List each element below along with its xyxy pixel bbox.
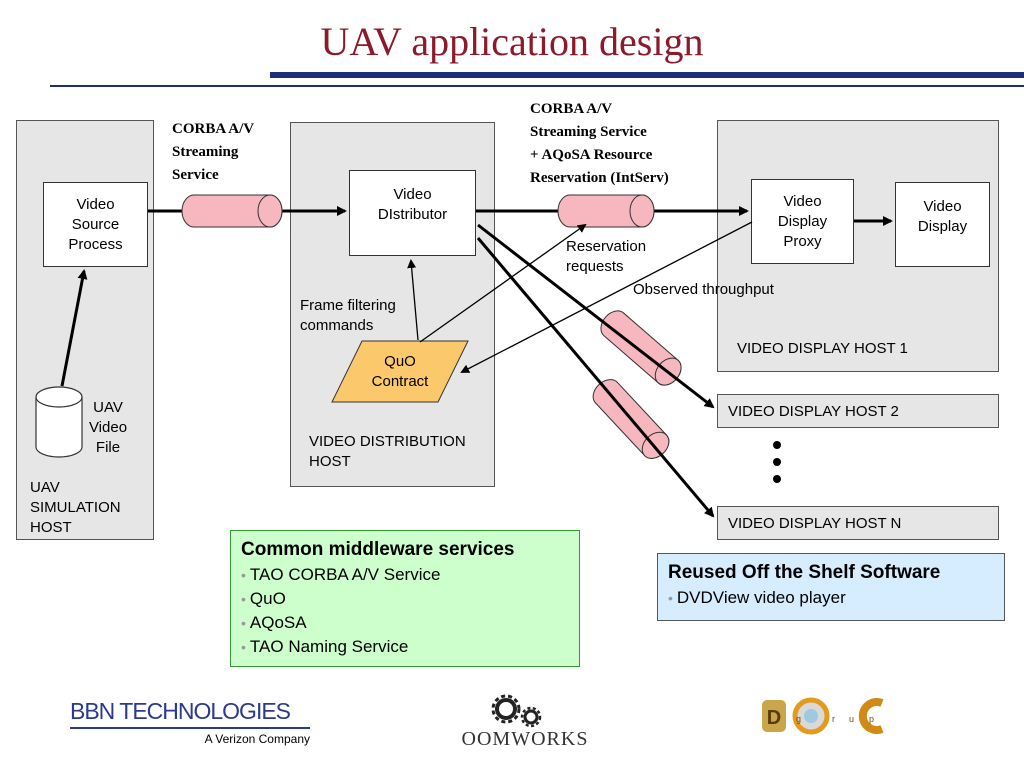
svg-text:p: p	[869, 714, 874, 724]
middleware-item: •TAO Naming Service	[241, 637, 409, 656]
uav-video-file-label: UAV Video File	[88, 399, 128, 456]
video-source-process: Video Source Process	[43, 182, 148, 267]
oomworks-logo-text: OOMWORKS	[461, 728, 589, 750]
arrow-proxy-to-quo	[460, 221, 753, 373]
svg-text:g: g	[796, 714, 801, 724]
quo-contract-shape	[331, 340, 469, 403]
video-display-host-1-label: VIDEO DISPLAY HOST 1	[737, 340, 908, 357]
page-title: UAV application design	[320, 19, 704, 64]
bbn-logo-rule	[70, 727, 310, 729]
svg-text:u: u	[849, 714, 854, 724]
svg-text:r: r	[832, 714, 835, 724]
gear-icon	[520, 706, 542, 728]
middleware-item: •TAO CORBA A/V Service	[241, 565, 441, 584]
quo-contract-label: QuO Contract	[371, 353, 429, 390]
svg-text:D: D	[767, 707, 781, 729]
video-distributor: Video DIstributor	[349, 170, 476, 256]
frame-filtering-label: Frame filtering commands	[300, 297, 396, 334]
reused-software-panel: Reused Off the Shelf Software •DVDView v…	[657, 553, 1005, 621]
bbn-logo-name: BBN TECHNOLOGIES	[70, 698, 291, 724]
streaming-pipe-2	[557, 194, 655, 228]
middleware-item: •QuO	[241, 589, 286, 608]
bbn-logo-subtitle: A Verizon Company	[204, 732, 310, 746]
video-display-host-n: VIDEO DISPLAY HOST N	[717, 506, 999, 540]
streaming-pipe-1	[181, 194, 283, 228]
title-rule-thick	[270, 72, 1024, 78]
reused-item: •DVDView video player	[668, 588, 846, 607]
ellipsis-dot	[773, 441, 781, 449]
corba-streaming-label-2: CORBA A/V Streaming Service + AQoSA Reso…	[530, 101, 669, 186]
middleware-panel: Common middleware services •TAO CORBA A/…	[230, 530, 580, 667]
uav-simulation-host-label: UAV SIMULATION HOST	[30, 479, 121, 536]
video-display: Video Display	[895, 182, 990, 267]
gear-icon	[491, 694, 521, 724]
arrow-quo-to-proxy	[419, 223, 587, 343]
title-rule-thin	[50, 85, 1024, 87]
reservation-requests-label: Reservation requests	[566, 238, 647, 275]
video-display-host-2: VIDEO DISPLAY HOST 2	[717, 394, 999, 428]
bbn-logo: BBN TECHNOLOGIES A Verizon Company	[70, 698, 310, 746]
reused-title: Reused Off the Shelf Software	[668, 562, 941, 583]
arrow-file-to-source	[60, 269, 88, 387]
arrow-distributor-to-host2	[477, 223, 715, 409]
arrow-quo-to-distributor	[407, 259, 419, 341]
video-display-proxy: Video Display Proxy	[751, 179, 854, 264]
middleware-item: •AQoSA	[241, 613, 307, 632]
observed-throughput-label: Observed throughput	[633, 281, 774, 298]
uav-video-file-cylinder	[35, 386, 83, 458]
middleware-title: Common middleware services	[241, 539, 515, 560]
ellipsis-dot	[773, 475, 781, 483]
ellipsis-dot	[773, 458, 781, 466]
video-distribution-host-label: VIDEO DISTRIBUTION HOST	[309, 433, 466, 470]
arrow-distributor-to-hostn	[476, 237, 715, 518]
doc-group-logo: D g r u p	[762, 697, 884, 735]
corba-streaming-label-1: CORBA A/V Streaming Service	[172, 121, 255, 183]
